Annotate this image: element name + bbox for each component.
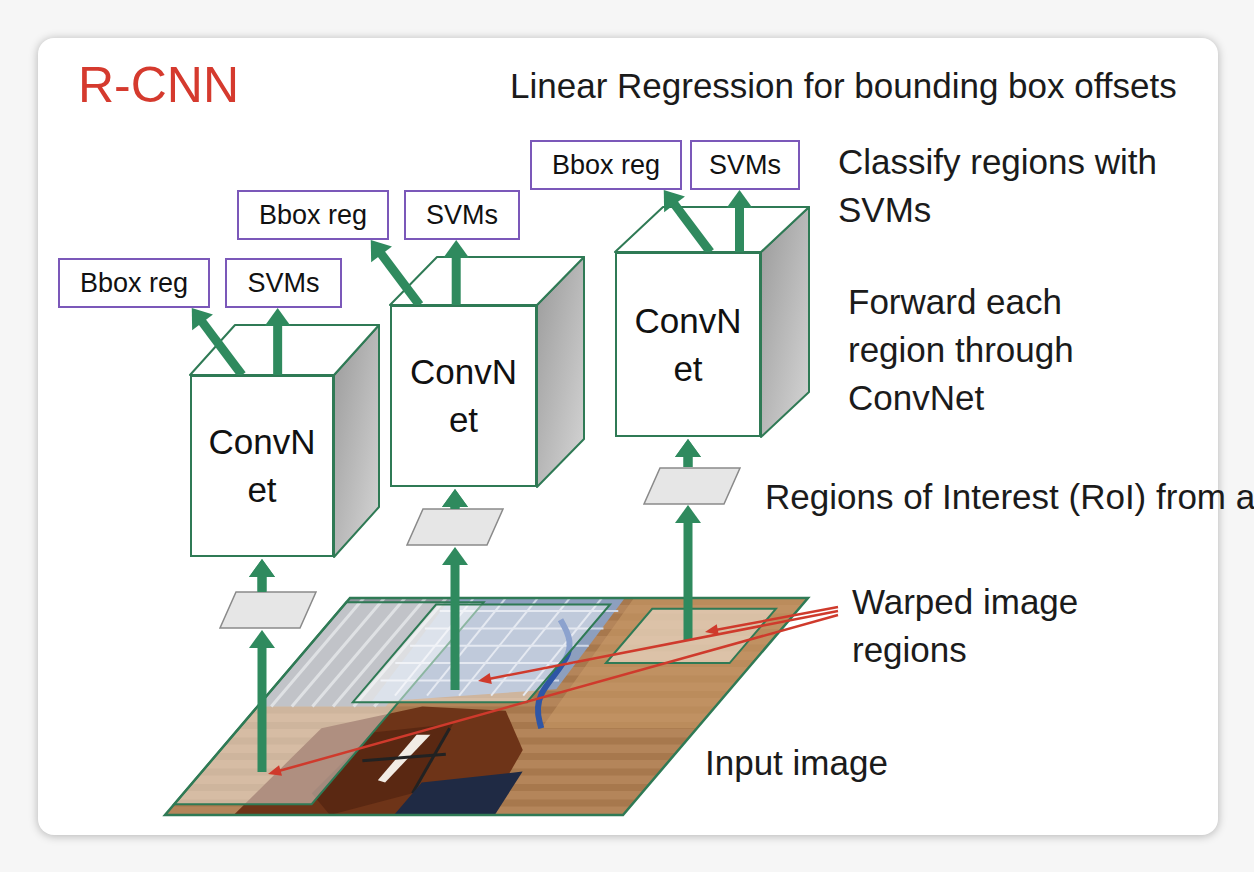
output-arrow xyxy=(265,308,291,375)
output-arrow-line xyxy=(452,257,461,305)
output-arrow xyxy=(727,190,753,252)
warped-region xyxy=(644,468,740,504)
output-arrow-line xyxy=(273,325,282,375)
flow-arrow-head xyxy=(442,489,468,507)
step-label: Classify regions with SVMs xyxy=(838,138,1198,234)
convnet-box: ConvN et xyxy=(615,252,761,437)
output-arrow-head xyxy=(371,240,392,262)
svm-box: SVMs xyxy=(690,140,800,190)
convnet-box: ConvN et xyxy=(390,305,537,487)
flow-arrow-line xyxy=(258,576,267,592)
roi-region xyxy=(353,605,610,703)
svm-box: SVMs xyxy=(404,190,520,240)
node-text: ConvN et xyxy=(625,297,751,393)
image-outline xyxy=(165,598,808,815)
node-text: ConvN et xyxy=(400,348,527,444)
warped-region xyxy=(220,592,316,628)
input-image xyxy=(150,598,850,822)
flow-arrow-line xyxy=(451,564,460,690)
flow-arrow-head xyxy=(675,439,701,457)
output-arrow-head xyxy=(192,308,213,330)
leader-arrow-line xyxy=(717,607,838,630)
step-label: Regions of Interest (RoI) from a proposa… xyxy=(765,473,1254,521)
output-arrow xyxy=(664,190,711,252)
node-text: SVMs xyxy=(426,199,498,231)
flow-arrow-head xyxy=(249,559,275,577)
flow-arrow-head xyxy=(249,630,275,648)
flow-arrow-line xyxy=(684,456,693,467)
flow-arrow-head xyxy=(249,559,275,577)
node-text: Bbox reg xyxy=(80,267,188,299)
flow-arrow-line xyxy=(258,647,267,772)
output-arrow-line xyxy=(674,204,710,252)
flow-arrow-line xyxy=(684,456,693,467)
bbox-reg-box: Bbox reg xyxy=(530,140,682,190)
output-arrow xyxy=(443,240,469,305)
leader-arrow-line xyxy=(490,611,838,679)
flow-arrow-head xyxy=(675,439,701,457)
output-arrow-head xyxy=(265,308,291,326)
node-text: Bbox reg xyxy=(552,149,660,181)
leader-arrow-head xyxy=(268,765,282,776)
step-label: Forward each region through ConvNet xyxy=(848,278,1138,422)
output-arrow xyxy=(192,308,242,375)
output-arrow-head xyxy=(664,190,685,212)
warped-region xyxy=(407,509,503,545)
svm-box: SVMs xyxy=(225,258,342,308)
flow-arrow-line xyxy=(684,522,693,640)
output-arrow-line xyxy=(202,322,242,375)
saddle-pad xyxy=(394,772,523,815)
output-arrow-line xyxy=(381,254,420,305)
cube-faces xyxy=(190,207,809,557)
flow-arrow-line xyxy=(258,576,267,592)
cube-top xyxy=(615,207,809,252)
output-arrow xyxy=(371,240,420,305)
leader-arrow-head xyxy=(478,673,492,684)
bbox-reg-box: Bbox reg xyxy=(237,190,389,240)
bbox-reg-box: Bbox reg xyxy=(58,258,210,308)
node-text: Bbox reg xyxy=(259,199,367,231)
output-arrow-line xyxy=(735,207,744,252)
output-arrow-head xyxy=(727,190,753,208)
flow-arrow-head xyxy=(675,505,701,523)
node-text: ConvN et xyxy=(200,418,324,514)
diagram-title: R-CNN xyxy=(78,57,239,113)
step-label: Input image xyxy=(705,739,888,787)
note-label: Linear Regression for bounding box offse… xyxy=(510,62,1177,110)
node-text: SVMs xyxy=(709,149,781,181)
flow-arrow-head xyxy=(442,547,468,565)
step-label: Warped image regions xyxy=(852,578,1197,674)
node-text: SVMs xyxy=(247,267,319,299)
output-arrow-head xyxy=(443,240,469,258)
convnet-box: ConvN et xyxy=(190,375,334,557)
flow-arrow-head xyxy=(442,489,468,507)
